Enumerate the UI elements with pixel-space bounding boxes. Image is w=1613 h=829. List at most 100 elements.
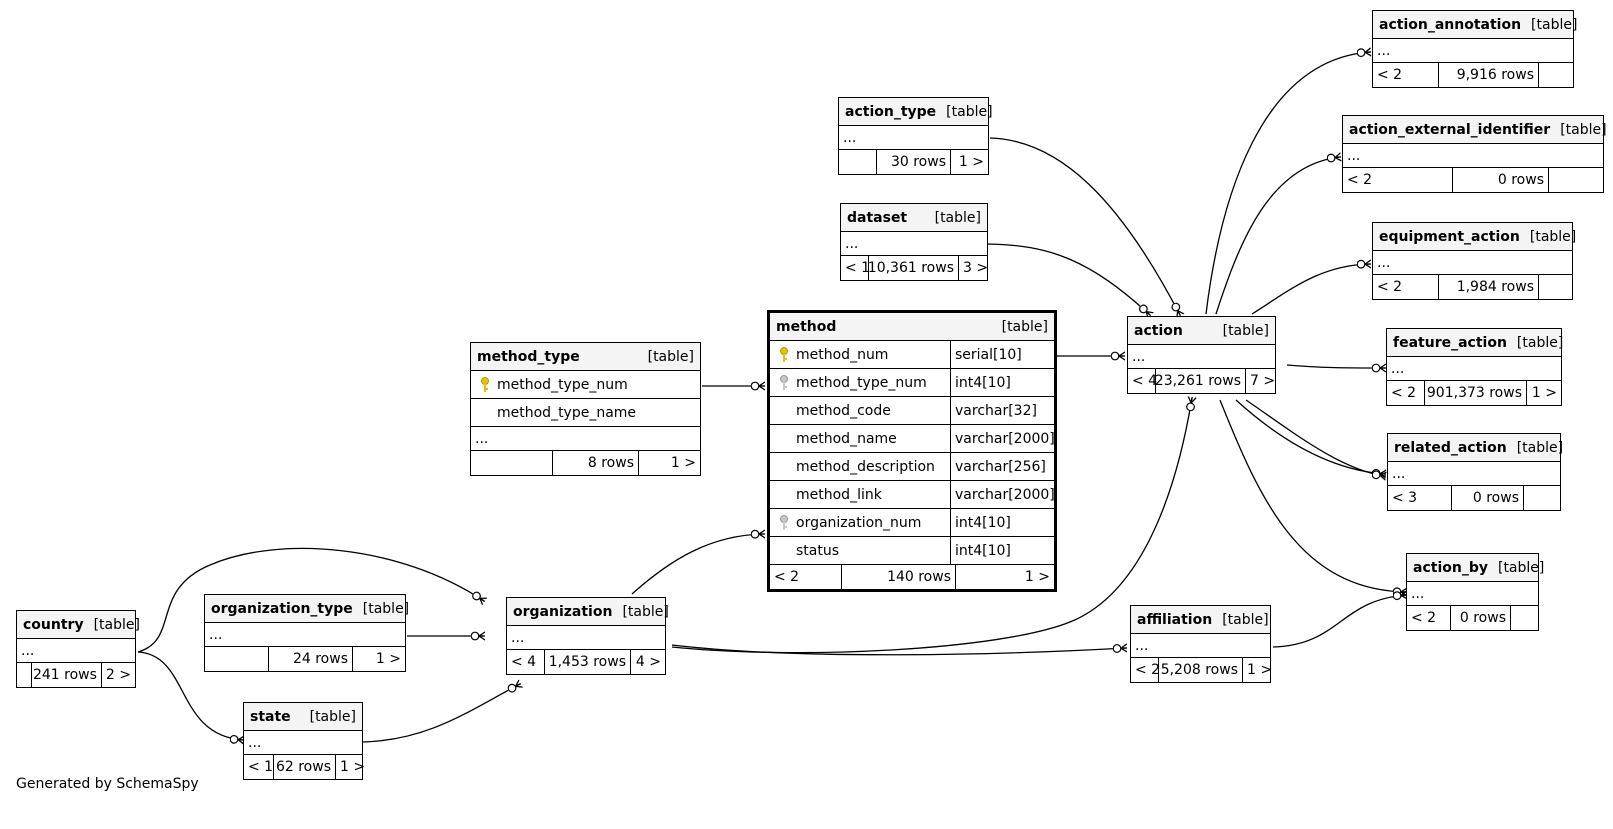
edge-action-action_annotation [1205,52,1370,315]
edge-action_type-action [989,137,1180,315]
column-row: method_description varchar[256] [770,453,1054,481]
table-kind: [table] [946,103,993,120]
table-kind: [table] [1222,611,1269,628]
children-count: 1 > [670,455,696,471]
primary-key-icon [477,376,493,393]
table-ellipsis: ... [244,731,362,755]
column-type: varchar[2000] [950,481,1055,508]
parents-count [839,150,877,174]
table-ellipsis: ... [1343,144,1603,168]
table-name: action_by [1413,559,1488,576]
table-ellipsis: ... [1387,357,1561,381]
row-count: 8 rows [553,451,639,475]
table-kind: [table] [309,708,356,725]
table-ellipsis: ... [1373,251,1572,275]
edge-action-equipment_action [1251,264,1370,315]
children-count: 1 > [1531,385,1557,401]
parents-count: < 2 [770,565,842,589]
column-row: method_type_num [471,371,700,399]
table-action_external_identifier[interactable]: action_external_identifier[table] ... < … [1342,115,1607,193]
table-name: equipment_action [1379,228,1520,245]
column-name: method_name [796,430,897,447]
table-kind: [table] [1529,228,1577,245]
children-count [1511,606,1538,630]
children-count [1539,275,1572,299]
parents-count: < 4 [1128,369,1157,393]
edge-organization-action [671,398,1192,654]
foreign-key-icon [776,514,792,531]
parents-count: < 2 [1373,275,1439,299]
children-count: 2 > [105,667,131,683]
parents-count [17,663,32,687]
children-count: 1 > [1247,662,1273,678]
table-name: dataset [847,209,908,226]
foreign-key-icon [776,374,792,391]
table-ellipsis: ... [1407,582,1538,606]
row-count: 23,261 rows [1155,369,1246,393]
edge-country-organization [137,547,484,653]
table-name: method_type [477,348,580,365]
children-count: 1 > [1024,569,1050,585]
row-count: 9,916 rows [1439,63,1539,87]
row-count: 24 rows [269,647,353,671]
column-name: method_type_num [497,376,628,393]
edge-dataset-action [987,243,1150,315]
column-name: method_type_name [497,404,637,421]
row-count: 0 rows [1453,168,1549,192]
children-count: 1 > [958,154,984,170]
parents-count: < 2 [1407,606,1451,630]
table-kind: [table] [1497,559,1545,576]
table-ellipsis: ... [1388,462,1560,486]
column-name: method_description [796,458,935,475]
table-kind: [table] [362,600,410,617]
table-kind: [table] [93,616,140,633]
table-method_type[interactable]: method_type [table] method_type_num metho… [470,342,701,476]
parents-count [205,647,269,671]
table-kind: [table] [622,603,669,620]
column-type: varchar[256] [950,453,1054,480]
edge-country-state [137,651,243,740]
children-count [1549,168,1603,192]
table-kind: [table] [1560,121,1607,138]
parents-count: < 1 [841,256,870,280]
column-name: method_type_num [796,374,927,391]
column-type: int4[10] [950,369,1054,396]
row-count: 0 rows [1451,606,1511,630]
parents-count: < 4 [507,650,545,674]
table-name: feature_action [1393,334,1507,351]
edge-organization-affiliation [671,645,1126,656]
parents-count: < 2 [1131,658,1160,682]
parents-count [471,451,553,475]
table-kind: [table] [647,348,694,365]
generated-by-credit: Generated by SchemaSpy [16,776,199,792]
row-count: 901,373 rows [1425,381,1527,405]
table-ellipsis: ... [205,623,405,647]
table-name: action_external_identifier [1349,121,1551,138]
children-count [1539,63,1573,87]
children-count: 7 > [1250,373,1276,389]
table-name: organization [513,603,613,620]
row-count: 140 rows [842,565,956,589]
row-count: 30 rows [877,150,951,174]
table-name: organization_type [211,600,353,617]
row-count: 62 rows [274,755,336,779]
